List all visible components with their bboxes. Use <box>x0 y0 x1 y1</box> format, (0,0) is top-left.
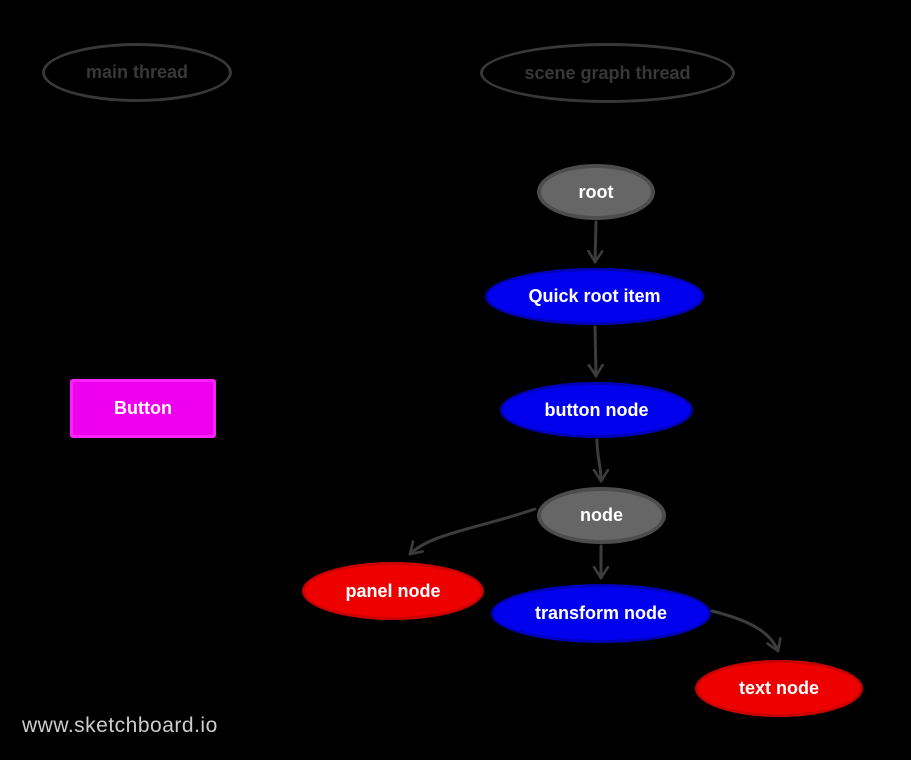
scene-graph-thread-label: scene graph thread <box>524 62 691 83</box>
button-label: Button <box>114 398 172 418</box>
node-button-node[interactable]: button node <box>500 382 693 438</box>
node-node[interactable]: node <box>537 487 666 544</box>
watermark-text: www.sketchboard.io <box>22 714 218 737</box>
button-shape[interactable]: Button <box>70 379 216 438</box>
edge-transform-node-to-text-node[interactable] <box>710 609 778 653</box>
node-label: root <box>578 181 614 202</box>
node-transform-node[interactable]: transform node <box>491 584 711 643</box>
node-panel-node[interactable]: panel node <box>302 562 484 620</box>
main-thread-label: main thread <box>85 62 189 82</box>
main-thread-ellipse[interactable]: main thread <box>42 43 232 102</box>
node-text-node[interactable]: text node <box>695 660 863 717</box>
node-quick-root-item[interactable]: Quick root item <box>485 268 704 325</box>
node-label: panel node <box>345 580 441 601</box>
node-label: button node <box>544 399 649 420</box>
node-label: text node <box>738 678 819 698</box>
edge-root-to-quick-root-item[interactable] <box>595 220 596 264</box>
node-label: Quick root item <box>528 286 661 306</box>
node-label: node <box>580 505 623 525</box>
node-label: transform node <box>534 603 667 623</box>
edge-quick-root-item-to-button-node[interactable] <box>595 325 596 378</box>
node-root[interactable]: root <box>537 164 655 220</box>
scene-graph-thread-ellipse[interactable]: scene graph thread <box>480 43 735 103</box>
edge-button-node-to-node[interactable] <box>597 438 601 483</box>
edge-node-to-panel-node[interactable] <box>408 507 537 556</box>
